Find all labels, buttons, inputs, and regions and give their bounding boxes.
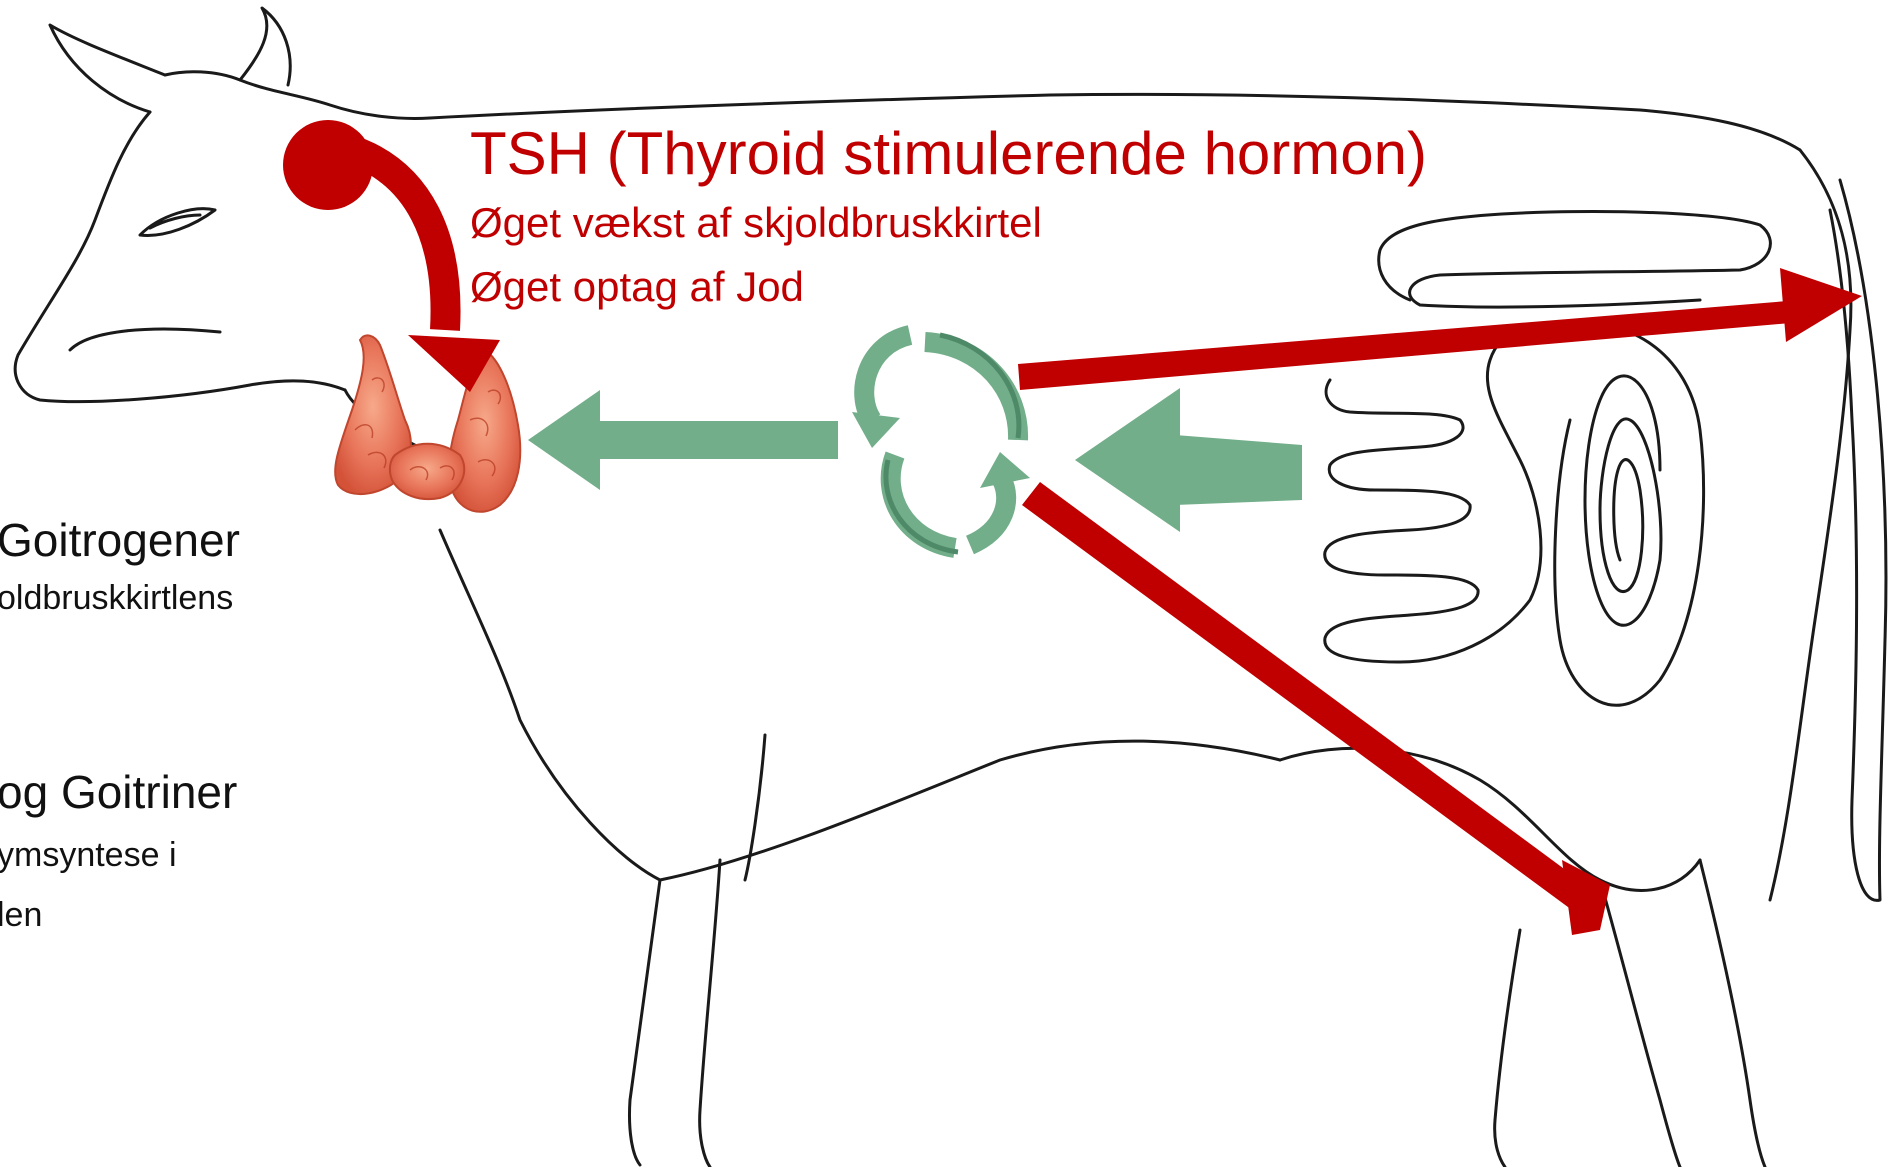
spiral-colon-outer xyxy=(1555,325,1704,705)
tsh-arrow xyxy=(283,120,500,392)
cow-horn-right xyxy=(240,8,290,85)
cow-front-leg-2 xyxy=(700,860,720,1167)
green-arrow-to-thyroid xyxy=(528,390,838,490)
cow-hind-leg-1 xyxy=(1495,930,1520,1167)
green-arrow-from-gut-head xyxy=(1075,388,1180,532)
green-arrow-to-thyroid-head xyxy=(528,390,600,490)
intestine-connector xyxy=(1400,326,1560,662)
circulation-cycle-icon xyxy=(852,335,1030,552)
cow-belly xyxy=(660,741,1280,880)
thyroid-gland xyxy=(335,335,520,511)
intestine-top-loop xyxy=(1379,212,1771,308)
tsh-effect-iodine: Øget optag af Jod xyxy=(470,262,804,312)
intestine-folds xyxy=(1325,380,1478,662)
cow-eye xyxy=(140,209,215,236)
digestive-tract xyxy=(1325,212,1771,706)
cow-horn-left xyxy=(50,25,165,112)
cow-front-leg-3 xyxy=(745,735,765,880)
cow-mouth xyxy=(70,329,220,350)
tsh-effect-growth: Øget vækst af skjoldbruskkirtel xyxy=(470,198,1042,248)
green-arrow-from-gut xyxy=(1075,388,1302,532)
goitrogener-text: oldbruskkirtlens xyxy=(0,578,233,618)
cow-front-leg-1 xyxy=(629,880,660,1165)
goitriner-text-1: ymsyntese i xyxy=(0,835,177,875)
cow-hind-leg-3 xyxy=(1700,860,1765,1167)
tsh-title: TSH (Thyroid stimulerende hormon) xyxy=(470,120,1427,188)
red-arrow-to-tail xyxy=(1018,268,1862,390)
spiral-colon xyxy=(1585,376,1661,625)
goitrogener-heading: Goitrogener xyxy=(0,513,240,567)
goitriner-text-2: len xyxy=(0,895,42,935)
red-arrow-to-udder xyxy=(1022,482,1610,935)
goitriner-heading: og Goitriner xyxy=(0,765,237,819)
cow-hind-leg-2 xyxy=(1600,880,1680,1167)
